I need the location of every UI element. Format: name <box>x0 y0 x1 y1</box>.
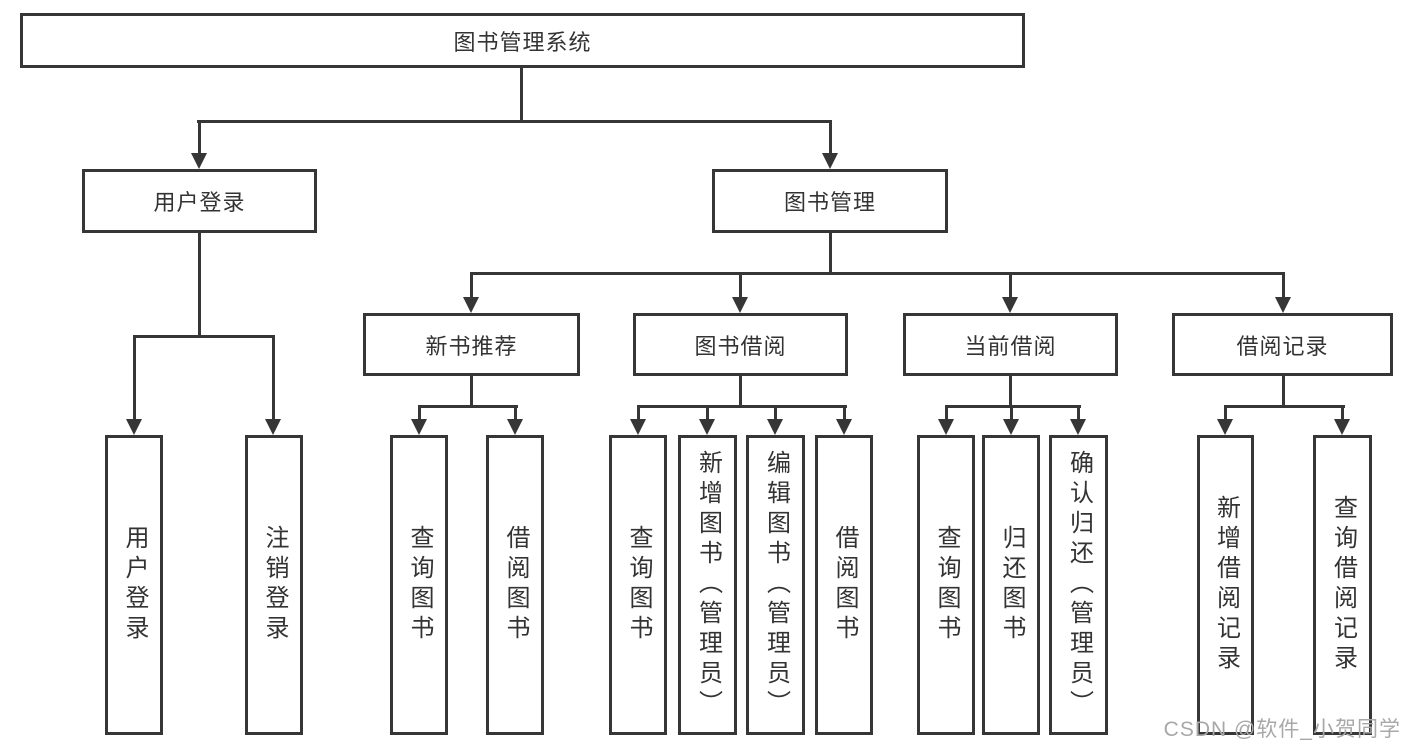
arrow-down-icon <box>463 297 479 313</box>
connector-line <box>1009 376 1012 408</box>
node-book-borrowing: 图书借阅 <box>633 313 848 376</box>
leaf-borrow-books: 借阅图书 <box>815 435 873 735</box>
arrow-down-icon <box>767 419 783 435</box>
leaf-confirm-return-admin: 确认归还（管理员） <box>1049 435 1108 735</box>
watermark: CSDN @软件_小贺同学 <box>1163 718 1401 741</box>
connector-line <box>470 272 1285 275</box>
connector-line <box>418 405 421 421</box>
connector-line <box>1077 405 1080 421</box>
leaf-query-books-current: 查询图书 <box>917 435 975 735</box>
leaf-query-borrow-record: 查询借阅记录 <box>1313 435 1372 735</box>
leaf-label: 借阅图书 <box>502 525 529 645</box>
arrow-down-icon <box>1334 419 1350 435</box>
connector-line <box>1341 405 1344 421</box>
arrow-down-icon <box>1002 297 1018 313</box>
leaf-query-books-borrowing: 查询图书 <box>609 435 667 735</box>
arrow-down-icon <box>191 153 207 169</box>
leaf-add-books-admin: 新增图书（管理员） <box>678 435 737 735</box>
connector-line <box>1282 272 1285 299</box>
connector-line <box>706 405 709 421</box>
arrow-down-icon <box>699 419 715 435</box>
arrow-down-icon <box>732 297 748 313</box>
connector-line <box>1224 405 1345 408</box>
connector-line <box>739 272 742 299</box>
arrow-down-icon <box>411 419 427 435</box>
connector-line <box>197 120 832 123</box>
arrow-down-icon <box>1217 419 1233 435</box>
leaf-label: 查询图书 <box>625 525 652 645</box>
leaf-query-books-recommend: 查询图书 <box>390 435 448 735</box>
connector-line <box>198 120 201 155</box>
arrow-down-icon <box>1070 419 1086 435</box>
connector-line <box>637 405 640 421</box>
arrow-down-icon <box>630 419 646 435</box>
node-user-login: 用户登录 <box>82 169 317 233</box>
node-current-borrowing: 当前借阅 <box>903 313 1118 376</box>
connector-line <box>470 376 473 408</box>
connector-line <box>774 405 777 421</box>
leaf-label: 新增借阅记录 <box>1212 495 1240 675</box>
connector-line <box>418 405 518 408</box>
leaf-label: 借阅图书 <box>831 525 858 645</box>
arrow-down-icon <box>938 419 954 435</box>
node-borrowing-records: 借阅记录 <box>1172 313 1393 376</box>
connector-line <box>829 120 832 155</box>
connector-line <box>637 405 847 408</box>
arrow-down-icon <box>265 419 281 435</box>
connector-line <box>1224 405 1227 421</box>
connector-line <box>843 405 846 421</box>
connector-line <box>1009 272 1012 299</box>
leaf-label: 查询图书 <box>933 525 960 645</box>
leaf-return-books: 归还图书 <box>982 435 1040 735</box>
connector-line <box>470 272 473 299</box>
leaf-logout: 注销登录 <box>245 435 303 735</box>
leaf-user-login: 用户登录 <box>105 435 163 735</box>
arrow-down-icon <box>1275 297 1291 313</box>
node-book-management: 图书管理 <box>712 169 948 233</box>
connector-line <box>1010 405 1013 421</box>
connector-line <box>272 335 275 421</box>
arrow-down-icon <box>836 419 852 435</box>
connector-line <box>520 66 523 120</box>
connector-line <box>1282 376 1285 408</box>
leaf-label: 查询借阅记录 <box>1329 495 1357 675</box>
connector-line <box>133 335 275 338</box>
leaf-label: 确认归还（管理员） <box>1065 450 1093 720</box>
connector-line <box>829 233 832 274</box>
leaf-label: 注销登录 <box>261 525 288 645</box>
node-new-book-recommend: 新书推荐 <box>363 313 580 376</box>
leaf-label: 归还图书 <box>998 525 1025 645</box>
leaf-label: 查询图书 <box>406 525 433 645</box>
arrow-down-icon <box>126 419 142 435</box>
connector-line <box>945 405 948 421</box>
leaf-label: 编辑图书（管理员） <box>762 450 790 720</box>
node-library-management-system: 图书管理系统 <box>20 13 1025 68</box>
arrow-down-icon <box>822 153 838 169</box>
leaf-edit-books-admin: 编辑图书（管理员） <box>746 435 805 735</box>
connector-line <box>198 233 201 337</box>
connector-line <box>514 405 517 421</box>
connector-line <box>945 405 1081 408</box>
leaf-label: 用户登录 <box>121 525 148 645</box>
arrow-down-icon <box>507 419 523 435</box>
leaf-borrow-books-recommend: 借阅图书 <box>486 435 544 735</box>
connector-line <box>739 376 742 408</box>
connector-line <box>133 335 136 421</box>
leaf-label: 新增图书（管理员） <box>694 450 722 720</box>
leaf-add-borrow-record: 新增借阅记录 <box>1197 435 1254 735</box>
arrow-down-icon <box>1003 419 1019 435</box>
